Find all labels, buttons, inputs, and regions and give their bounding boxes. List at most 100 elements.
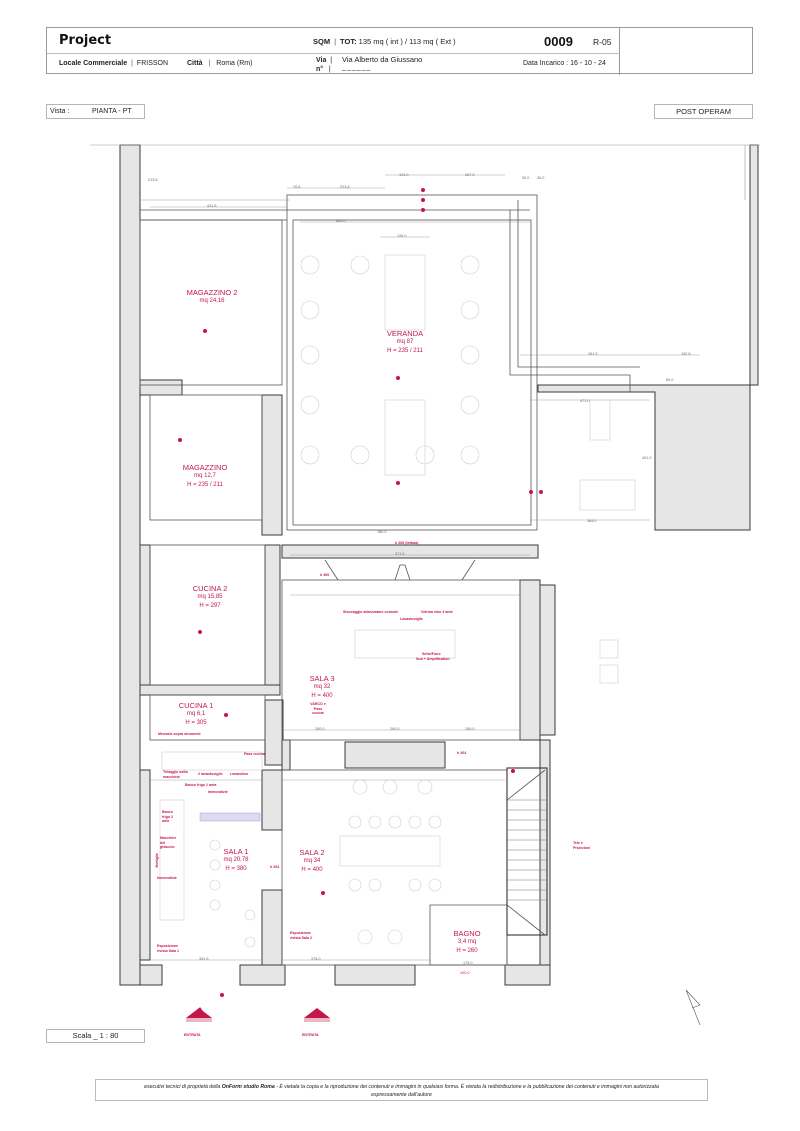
sqm-label: SQM	[313, 37, 331, 46]
note-sette: Sette/Fono	[422, 652, 441, 656]
scale-tag: Scala _ 1 : 80	[46, 1029, 145, 1043]
note-stoccaggio: Stoccaggio attrezzature console	[343, 610, 399, 614]
via-label: Via	[316, 57, 327, 64]
room-area: mq 32	[313, 684, 331, 690]
note-immondizie: Immondizie	[208, 790, 228, 794]
room-name: VERANDA	[386, 329, 424, 338]
city-label: Città	[187, 60, 203, 67]
entrance-label-1: ENTRATA	[184, 1033, 201, 1037]
room-height: H = 260	[456, 948, 478, 954]
dim-70: 70.6	[293, 185, 301, 189]
note-pass-cucina: Pass cucina	[244, 752, 265, 756]
footer-pre: esecutivi tecnici di proprietà della	[144, 1084, 222, 1090]
room-area: mq 87	[396, 339, 414, 345]
date-info: Data Incarico : 16 - 10 - 24	[523, 60, 606, 67]
dim-431: 431.8	[207, 204, 217, 208]
room-height: H = 297	[199, 603, 221, 609]
sqm-info: SQM|TOT: 135 mq ( int ) / 113 mq ( Ext )	[313, 37, 456, 46]
dim-175: 175.0	[463, 961, 473, 965]
dim-351: 351.5	[199, 957, 209, 961]
dim-150a: 150.0	[315, 727, 325, 731]
via-value: Via Alberto da Giussano	[342, 55, 423, 64]
note-bottiglie: Bottiglie	[154, 853, 159, 868]
note-tritaggio: Tritaggio sotto macchina	[163, 770, 188, 779]
room-area: mq 15,85	[197, 594, 223, 600]
note-banco-frigo-1: Banco frigo 1 anta	[185, 783, 217, 787]
dim-384: 384.0	[587, 519, 597, 523]
city-info: Città | Roma (Rm)	[187, 60, 253, 67]
title-block-row-1: Project SQM|TOT: 135 mq ( int ) / 113 mq…	[47, 28, 620, 54]
tot-label: TOT:	[340, 37, 357, 46]
room-cucina-1: CUCINA 1 mq 6,1 H = 305	[179, 701, 214, 728]
vista-tag: Vista : PIANTA - PT	[46, 104, 145, 119]
project-type: Locale Commerciale|FRISSON	[59, 60, 169, 67]
room-name: BAGNO	[453, 929, 481, 938]
room-height: H = 235 / 211	[387, 348, 423, 354]
dim-223: 223.4	[340, 185, 350, 189]
title-block-row-2: Locale Commerciale|FRISSON Città | Roma …	[47, 54, 620, 75]
room-veranda: VERANDA mq 87 H = 235 / 211	[387, 329, 423, 356]
date-value: 16 - 10 - 24	[570, 60, 606, 67]
dim-150b: 150.0	[465, 727, 475, 731]
note-immondizie-2: Immondizie	[157, 876, 177, 880]
note-lavastoviglie: Lavastoviglie	[400, 617, 423, 621]
dim-290: 290.0	[390, 727, 400, 731]
room-bagno: BAGNO 3,4 mq H = 260	[453, 929, 480, 956]
note-tele-proiezioni: Tele e Proiezioni	[573, 841, 591, 850]
room-sala-3: SALA 3 mq 32 H = 400	[309, 674, 334, 701]
footer-studio: OnForm studio Roma	[221, 1084, 275, 1090]
copyright-footer: esecutivi tecnici di proprietà della OnF…	[95, 1079, 708, 1101]
project-label: Project	[59, 33, 112, 48]
note-h-sala2: h 264	[457, 751, 467, 755]
room-name: CUCINA 1	[178, 701, 214, 710]
state-tag: POST OPERAM	[654, 104, 753, 119]
room-height: H = 235 / 211	[187, 482, 223, 488]
room-name: SALA 3	[309, 674, 335, 683]
vista-label: Vista :	[50, 108, 70, 115]
note-esposizione-sala-2: Esposizione rivista Sala 2	[290, 931, 312, 940]
room-area: mq 6,1	[186, 711, 206, 717]
footer-line-2: espressamente dall'autore	[371, 1092, 432, 1098]
title-block: Project SQM|TOT: 135 mq ( int ) / 113 mq…	[46, 27, 753, 75]
tot-value: 135 mq ( int ) / 113 mq ( Ext )	[358, 37, 456, 46]
note-banco-frigo-2: Banco frigo 2 ante	[162, 810, 173, 823]
footer-post: - È vietata la copia e la riproduzione d…	[274, 1084, 659, 1090]
note-2-lavastoviglie: 2 lavastoviglie	[198, 772, 223, 776]
dim-192: 192.6	[681, 352, 691, 356]
room-sala-1: SALA 1 mq 20,78 H = 380	[223, 847, 248, 874]
dim-378: 378.0	[311, 957, 321, 961]
vista-value: PIANTA - PT	[92, 108, 132, 115]
dim-80: 80.0	[666, 378, 674, 382]
dim-30a: 30.0	[522, 176, 530, 180]
room-height: H = 400	[301, 867, 323, 873]
note-varco: VARCO e Pass cucina	[310, 702, 326, 715]
title-block-main: Project SQM|TOT: 135 mq ( int ) / 113 mq…	[47, 28, 620, 75]
type-label: Locale Commerciale	[59, 60, 128, 67]
note-h-sala3: h 400	[320, 573, 330, 577]
note-mensola: Mensola sopra strumenti	[158, 732, 201, 736]
dim-267: 267.0	[465, 173, 475, 177]
num-value: ______	[342, 64, 372, 71]
note-h-veranda: h 266 (tettoia)	[395, 541, 419, 545]
dim-30b: 30.0	[537, 176, 545, 180]
note-h-sala1: h 264	[270, 865, 280, 869]
room-magazzino-2: MAGAZZINO 2 mq 24,16	[187, 288, 238, 306]
dim-124: 124.0	[399, 173, 409, 177]
dim-100: 100.0	[460, 971, 470, 975]
date-label: Data Incarico :	[523, 60, 569, 67]
room-area: mq 20,78	[223, 857, 249, 863]
dim-401: 401.0	[642, 456, 652, 460]
dim-261: 261.5	[588, 352, 598, 356]
dim-371: 371.5	[395, 552, 405, 556]
dim-685: 685.0	[336, 219, 346, 223]
via-labels: Via | n° |	[316, 57, 333, 73]
num-label: n°	[316, 66, 324, 73]
client-name: FRISSON	[136, 60, 169, 67]
room-height: H = 380	[225, 866, 247, 872]
room-name: SALA 2	[299, 848, 325, 857]
project-code: 0009	[544, 34, 573, 49]
room-area: mq 24,16	[199, 298, 225, 304]
dim-180: 180.0	[377, 530, 387, 534]
